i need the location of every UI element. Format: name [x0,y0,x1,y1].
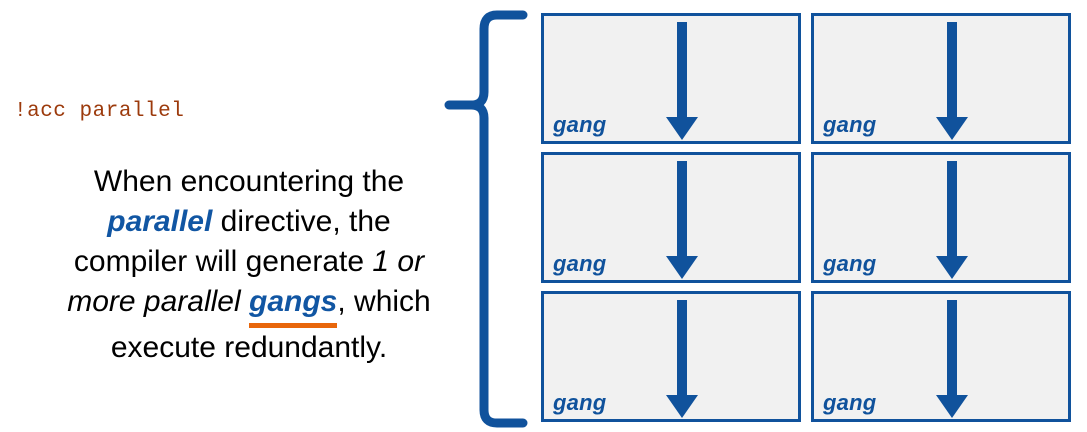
description-line-2-rest: directive, the [212,205,391,238]
gang-cell[interactable]: gang [541,291,801,422]
description-term-gangs: gangs [249,282,338,328]
description-term-parallel: parallel [107,205,213,238]
gang-label: gang [553,390,607,415]
gang-label: gang [823,112,877,137]
explanation-panel: !acc parallel When encountering the para… [0,0,452,432]
gang-cell[interactable]: gang [541,13,801,144]
down-arrow-icon [665,22,699,141]
down-arrow-icon [935,161,969,280]
gang-label: gang [553,112,607,137]
description-line-3: compiler will generate [73,245,365,278]
gang-cell[interactable]: gang [811,152,1071,283]
gang-cell[interactable]: gang [811,291,1071,422]
left-curly-brace [444,4,530,432]
gang-cell[interactable]: gang [541,152,801,283]
down-arrow-icon [935,22,969,141]
gang-cell[interactable]: gang [811,13,1071,144]
down-arrow-icon [665,161,699,280]
gang-grid: gang gang gang gang [541,13,1071,425]
gang-label: gang [823,251,877,276]
description-line-6: redundantly. [224,331,388,364]
down-arrow-icon [665,300,699,419]
description-line-4-italic: 1 or more parallel [67,245,425,318]
description-line-5-rest: , which execute [110,285,431,364]
down-arrow-icon [935,300,969,419]
description-text: When encountering the parallel directive… [60,162,438,368]
gang-label: gang [823,390,877,415]
gang-label: gang [553,251,607,276]
openacc-directive-code: !acc parallel [14,100,185,123]
description-line-1: When encountering the [93,165,405,198]
